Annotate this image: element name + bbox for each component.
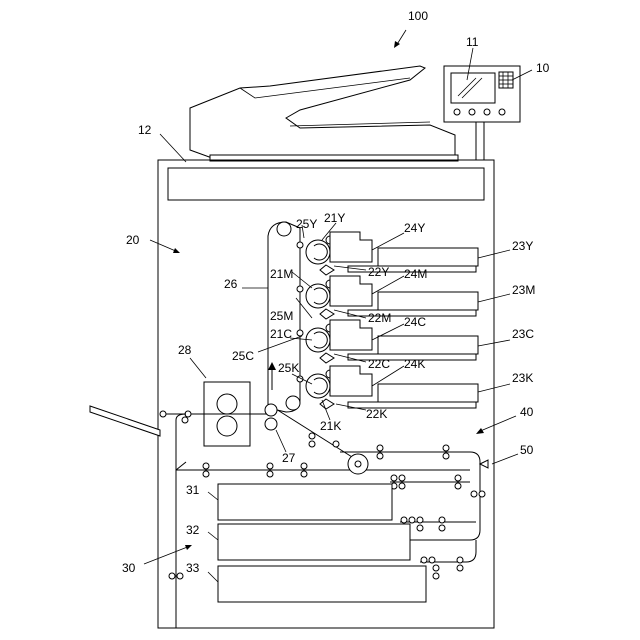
label-12: 12 <box>138 123 152 137</box>
image-station-K <box>297 366 478 409</box>
label-31: 31 <box>186 483 200 497</box>
label-23K: 23K <box>512 371 533 385</box>
label-26: 26 <box>224 277 238 291</box>
label-25K: 25K <box>278 361 299 375</box>
label-33: 33 <box>186 561 200 575</box>
paper-feed-section <box>218 484 426 602</box>
label-27: 27 <box>282 451 296 465</box>
belt-direction-arrow <box>268 362 276 390</box>
document-feeder <box>190 66 458 161</box>
label-24C: 24C <box>404 315 426 329</box>
label-25M: 25M <box>270 309 293 323</box>
label-24Y: 24Y <box>404 221 425 235</box>
label-23C: 23C <box>512 327 534 341</box>
label-21M: 21M <box>270 267 293 281</box>
label-11: 11 <box>466 35 479 49</box>
label-30: 30 <box>122 561 136 575</box>
label-23Y: 23Y <box>512 239 533 253</box>
label-22K: 22K <box>366 407 387 421</box>
label-22C: 22C <box>368 357 390 371</box>
output-tray <box>90 406 160 436</box>
label-25C: 25C <box>232 349 254 363</box>
label-22M: 22M <box>368 311 391 325</box>
label-40: 40 <box>520 405 534 419</box>
label-24M: 24M <box>404 267 427 281</box>
label-25Y: 25Y <box>296 217 317 231</box>
label-22Y: 22Y <box>368 265 389 279</box>
label-32: 32 <box>186 523 200 537</box>
label-50: 50 <box>520 443 534 457</box>
label-28: 28 <box>178 343 192 357</box>
label-100: 100 <box>408 9 428 23</box>
label-21C: 21C <box>270 327 292 341</box>
label-20: 20 <box>126 233 140 247</box>
label-23M: 23M <box>512 283 535 297</box>
label-10: 10 <box>536 61 550 75</box>
label-21K: 21K <box>320 419 341 433</box>
label-24K: 24K <box>404 357 425 371</box>
label-21Y: 21Y <box>324 211 345 225</box>
